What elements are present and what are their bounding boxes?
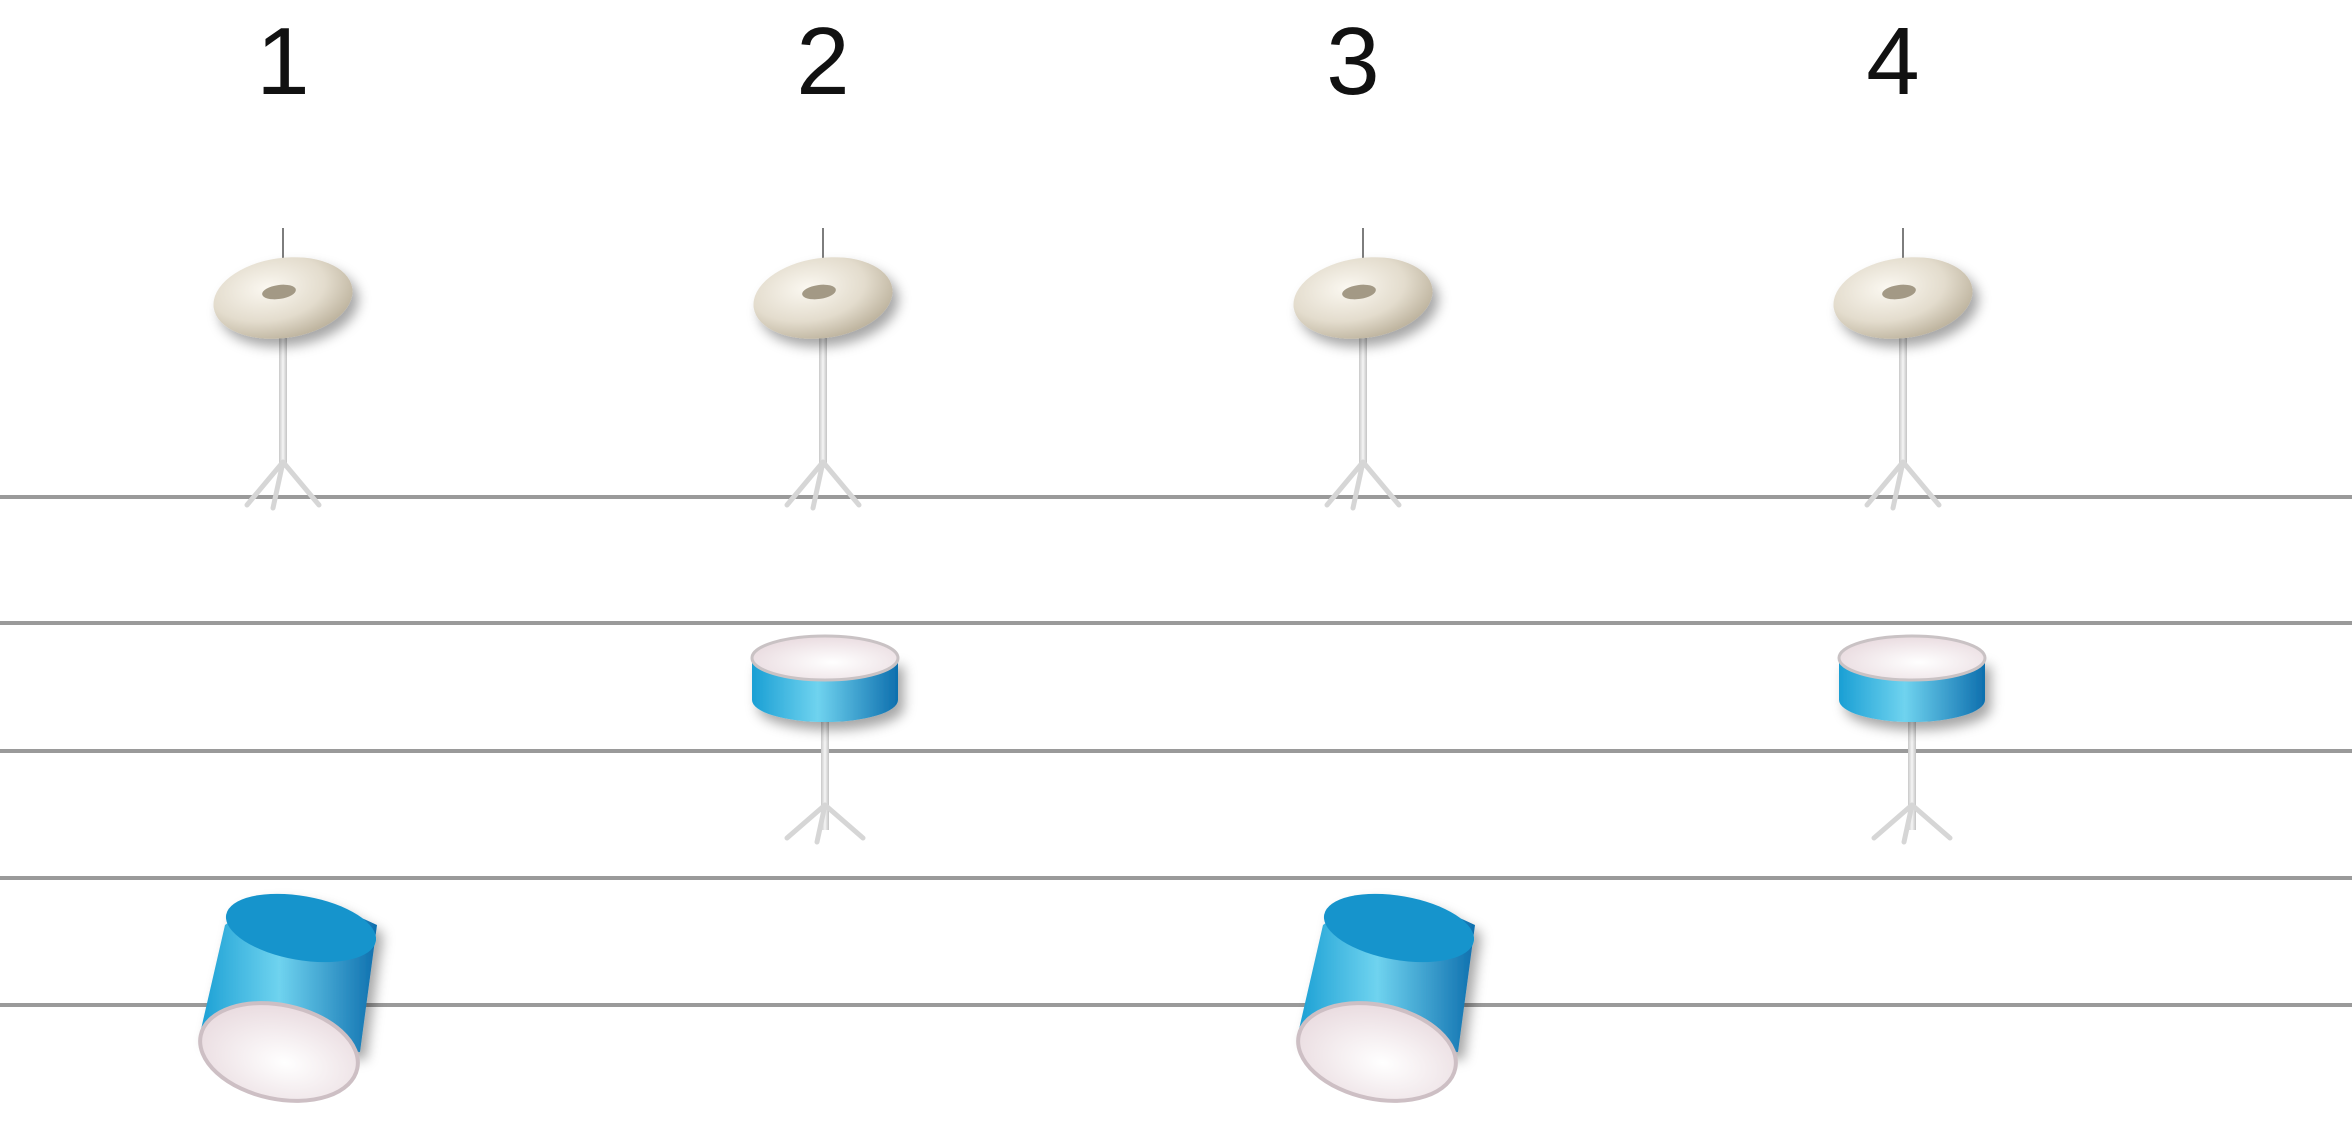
bass-drum-icon [198,893,377,1103]
cymbal-icon [213,228,353,511]
bass-drum-icon [1296,893,1475,1103]
beat-number-2: 2 [796,8,850,115]
beat-number-4: 4 [1866,8,1920,115]
beat-number-3: 3 [1326,8,1380,115]
cymbal-icon [753,228,893,511]
beat-number-1: 1 [256,8,310,115]
staff-line-3 [0,749,2352,753]
cymbal-icon [1833,228,1973,511]
staff-line-1 [0,495,2352,499]
snare-drum-icon [750,634,900,845]
snare-drum-icon [1837,634,1987,845]
cymbal-icon [1293,228,1433,511]
staff-line-4 [0,876,2352,880]
staff-line-2 [0,621,2352,625]
staff-line-5 [0,1003,2352,1007]
